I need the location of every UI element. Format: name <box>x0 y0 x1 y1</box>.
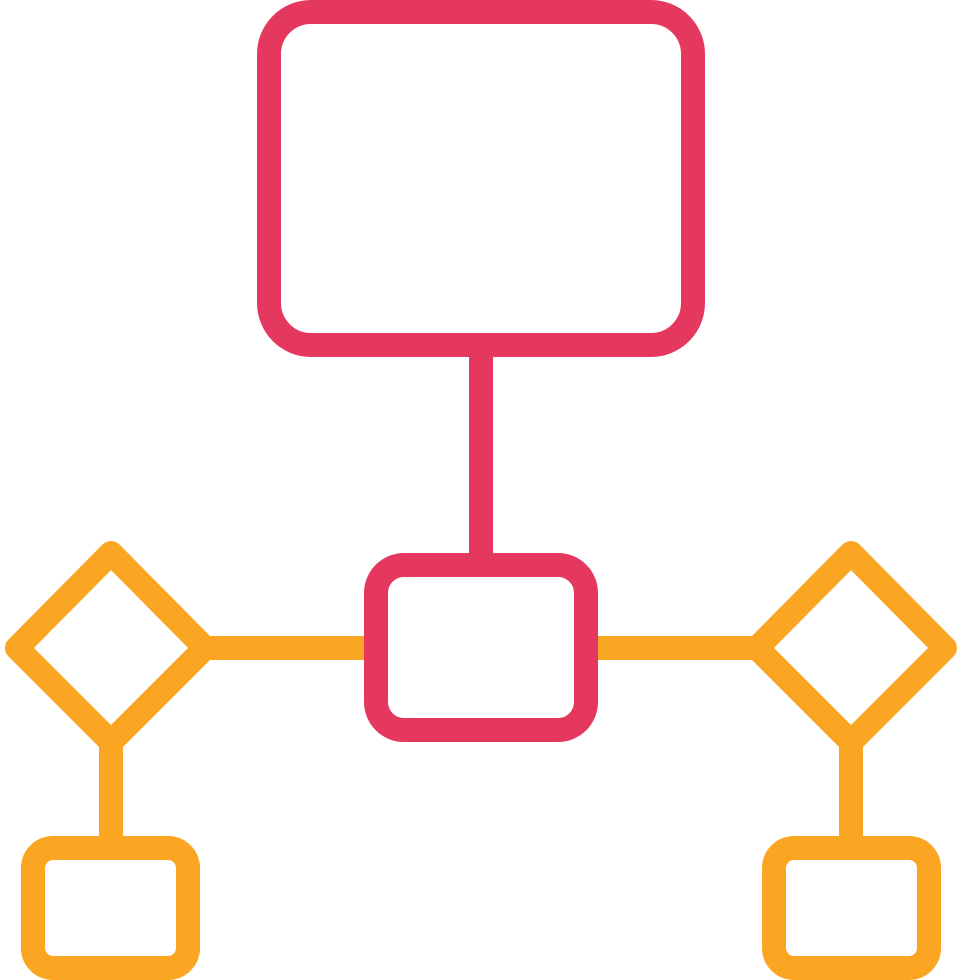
hub-node <box>364 553 598 742</box>
left-decision <box>5 541 217 754</box>
root-node <box>257 0 705 357</box>
right-decision <box>745 541 957 754</box>
right-leaf <box>762 836 941 980</box>
left-leaf <box>21 836 200 980</box>
